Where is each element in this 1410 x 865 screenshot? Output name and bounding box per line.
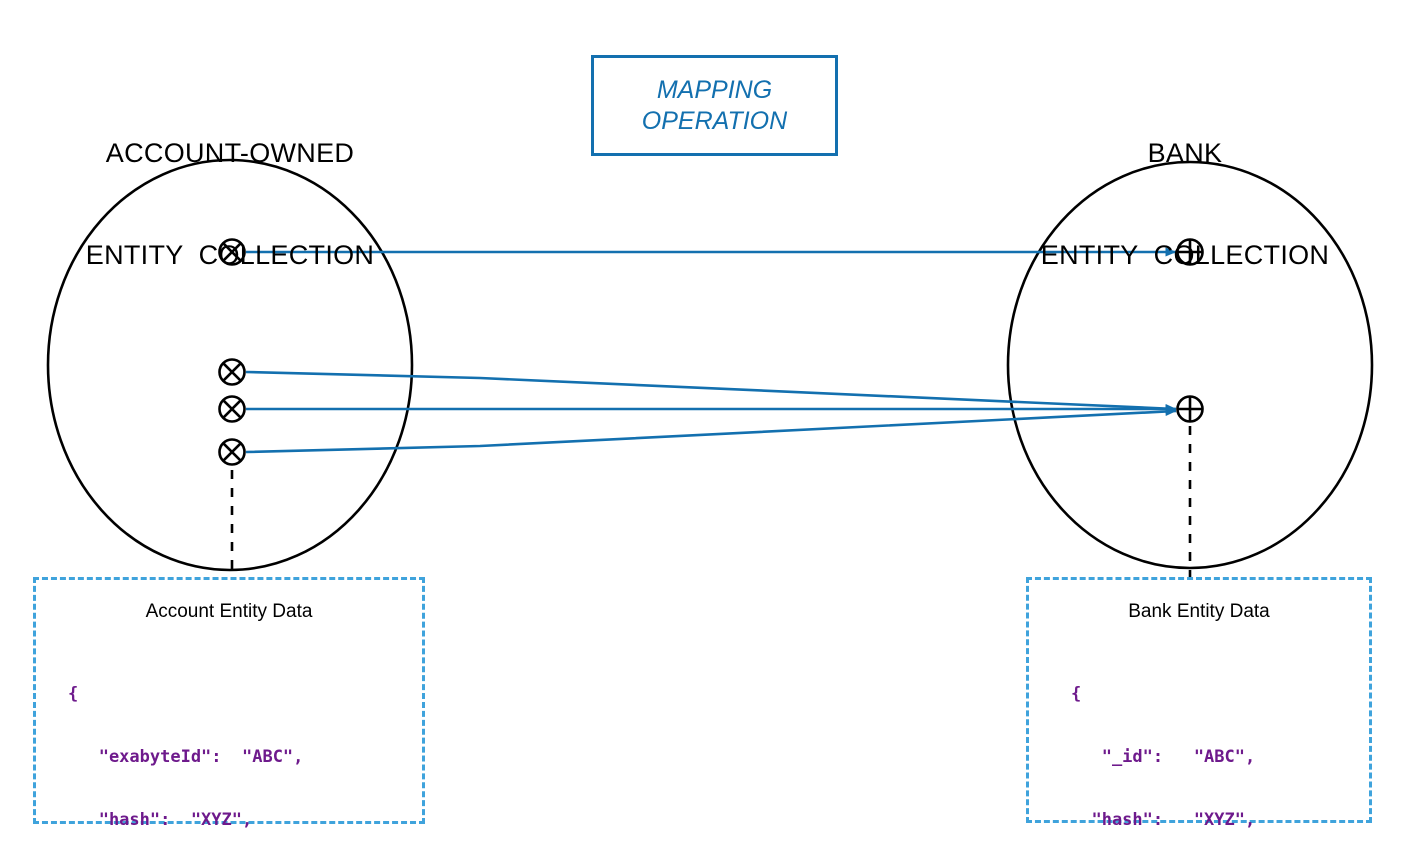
account-collection-title-line2: ENTITY COLLECTION [85, 240, 375, 270]
json-line: "_id": "ABC", [1071, 747, 1256, 767]
mapping-connector-4 [245, 407, 1177, 454]
bank-entity-data-box: Bank Entity Data { "_id": "ABC", "hash":… [1026, 577, 1372, 830]
account-collection-title: ACCOUNT-OWNED ENTITY COLLECTION [30, 68, 430, 340]
json-line: { [68, 684, 79, 704]
json-line: { [1071, 684, 1082, 704]
mapping-operation-line2: OPERATION [641, 106, 788, 135]
account-entity-data-box: Account Entity Data { "exabyteId": "ABC"… [33, 577, 425, 830]
mapping-operation-box: MAPPING OPERATION [591, 55, 838, 156]
bank-node-1[interactable] [1176, 238, 1204, 266]
bank-entity-data-title: Bank Entity Data [1128, 601, 1270, 622]
json-line: "hash": "XYZ", [1071, 810, 1256, 830]
bank-entity-json: { "_id": "ABC", "hash": "XYZ", ... } [1071, 642, 1255, 865]
bank-collection-title-line1: BANK [1147, 138, 1223, 168]
account-collection-title-line1: ACCOUNT-OWNED [105, 138, 355, 168]
account-entity-data-title: Account Entity Data [145, 601, 313, 622]
bank-collection-title-line2: ENTITY COLLECTION [1040, 240, 1330, 270]
bank-node-2[interactable] [1176, 395, 1204, 423]
account-node-2[interactable] [218, 358, 246, 386]
mapping-operation-line1: MAPPING [656, 75, 773, 104]
mapping-connector-2 [245, 370, 1177, 414]
json-line: "exabyteId": "ABC", [68, 747, 304, 767]
account-collection-ellipse [46, 158, 414, 572]
account-node-4[interactable] [218, 438, 246, 466]
json-line: "hash": "XYZ", [68, 810, 253, 830]
bank-collection-title: BANK ENTITY COLLECTION [985, 68, 1385, 340]
account-node-3[interactable] [218, 395, 246, 423]
account-entity-json: { "exabyteId": "ABC", "hash": "XYZ", ...… [68, 642, 303, 865]
account-node-1[interactable] [218, 238, 246, 266]
bank-collection-ellipse [1006, 160, 1374, 570]
